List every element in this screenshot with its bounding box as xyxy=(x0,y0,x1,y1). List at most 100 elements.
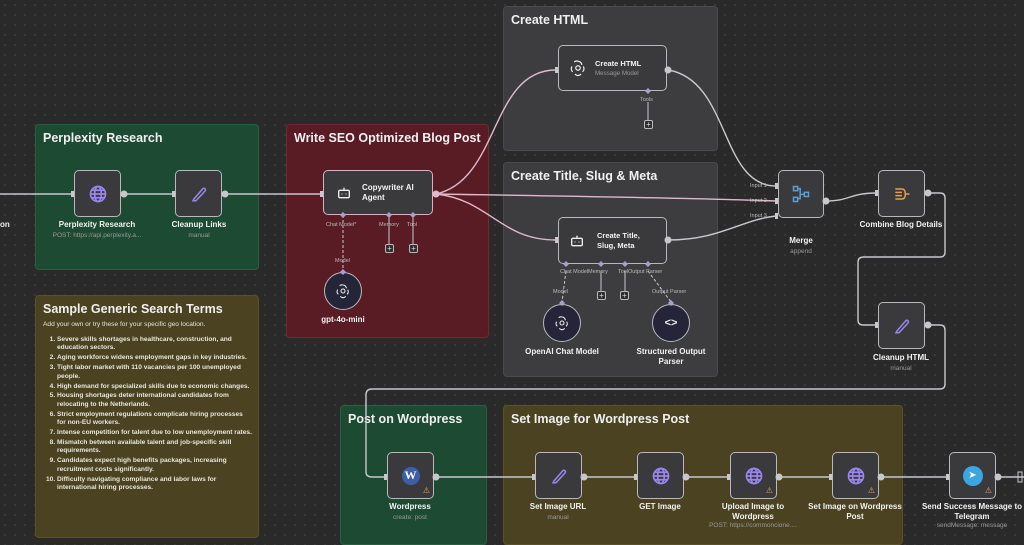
warning-icon: ⚠ xyxy=(422,486,430,495)
connection xyxy=(365,324,946,478)
node-label: Send Success Message to Telegram xyxy=(921,502,1023,521)
input-port xyxy=(384,474,387,480)
node-set-image-on-wordpress-post[interactable]: ⚠ xyxy=(832,452,879,499)
group-title: Create Title, Slug & Meta xyxy=(511,169,658,183)
node-label: Create HTML xyxy=(595,59,642,68)
node-copywriter-ai-agent[interactable]: Copywriter AI Agent xyxy=(323,170,433,215)
port-label: Input 1 xyxy=(750,183,767,189)
list-item: Strict employment regulations complicate… xyxy=(57,411,252,428)
sample-terms-body: Add your own or try these for your speci… xyxy=(43,321,252,494)
wordpress-icon: W xyxy=(401,466,420,485)
sub-port xyxy=(340,269,346,275)
node-cleanup-html[interactable] xyxy=(878,302,925,349)
warning-icon: ⚠ xyxy=(867,486,875,495)
node-merge[interactable] xyxy=(778,170,824,218)
node-create-html[interactable]: Create HTML Message Model xyxy=(558,45,667,91)
port-label: Model xyxy=(553,289,568,295)
node-label: Perplexity Research xyxy=(58,220,136,229)
node-label: Cleanup HTML xyxy=(873,353,929,362)
node-label: Create Title, Slug, Meta xyxy=(597,230,640,250)
group-write-seo-blog-post[interactable]: Write SEO Optimized Blog Post xyxy=(286,124,489,338)
add-memory-button[interactable]: + xyxy=(385,244,394,253)
list-item: High demand for specialized skills due t… xyxy=(57,383,252,391)
warning-icon: ⚠ xyxy=(765,486,773,495)
node-label: gpt-4o-mini xyxy=(321,315,365,324)
group-title: Perplexity Research xyxy=(43,131,163,145)
node-label: Set Image on Wordpress Post xyxy=(808,502,902,521)
openai-icon xyxy=(336,284,349,299)
output-port xyxy=(822,197,830,205)
node-send-success-telegram[interactable]: ➤ ⚠ xyxy=(949,452,996,499)
code-brackets-icon: <> xyxy=(664,317,678,329)
connection xyxy=(667,69,777,187)
node-label: Wordpress xyxy=(389,502,431,511)
list-item: Aging workforce widens employment gaps i… xyxy=(57,354,252,362)
node-get-image[interactable] xyxy=(637,452,684,499)
port-label: Memory xyxy=(588,269,608,275)
globe-icon xyxy=(847,467,864,484)
node-cleanup-links[interactable] xyxy=(175,170,222,217)
connection xyxy=(825,192,877,202)
robot-icon xyxy=(338,187,350,198)
group-title: Sample Generic Search Terms xyxy=(43,302,223,316)
input-port xyxy=(320,191,323,197)
output-port xyxy=(580,473,588,481)
output-port xyxy=(924,321,932,329)
node-label: Merge xyxy=(789,236,813,245)
port-label: Output Parser xyxy=(628,269,663,275)
output-port xyxy=(924,189,932,197)
node-gpt-4o-mini[interactable] xyxy=(324,272,362,310)
add-tool-button[interactable]: + xyxy=(620,291,629,300)
list-item: Severe skills shortages in healthcare, c… xyxy=(57,336,252,353)
robot-icon xyxy=(571,235,583,246)
node-label: OpenAI Chat Model xyxy=(525,347,599,356)
group-sample-search-terms[interactable]: Sample Generic Search Terms Add your own… xyxy=(35,295,259,538)
node-subtitle: create: post xyxy=(393,514,427,521)
input-port xyxy=(775,183,778,189)
connection xyxy=(667,215,777,241)
input-port xyxy=(775,213,778,219)
node-combine-blog-details[interactable] xyxy=(878,170,925,217)
output-port xyxy=(775,473,783,481)
port-label: Tool xyxy=(407,222,418,228)
node-label: GET Image xyxy=(639,502,681,511)
sub-port xyxy=(563,261,569,267)
node-label: Upload Image to Wordpress xyxy=(721,502,785,521)
group-title: Set Image for Wordpress Post xyxy=(511,412,690,426)
port-label: Chat Model xyxy=(560,269,589,275)
node-create-title-slug-meta[interactable]: Create Title, Slug, Meta xyxy=(558,217,667,264)
sub-connection xyxy=(561,270,567,303)
input-port xyxy=(71,191,74,197)
input-port xyxy=(775,198,778,204)
input-port xyxy=(946,474,949,480)
input-port xyxy=(532,474,535,480)
globe-icon xyxy=(89,185,106,202)
output-port xyxy=(432,473,440,481)
sub-port xyxy=(645,261,651,267)
node-set-image-url[interactable] xyxy=(535,452,582,499)
group-title: Write SEO Optimized Blog Post xyxy=(294,131,481,145)
input-port xyxy=(875,322,878,328)
output-port xyxy=(432,190,440,198)
node-label: Cleanup Links xyxy=(171,220,227,229)
pencil-icon xyxy=(551,469,566,483)
openai-icon xyxy=(555,316,568,331)
port-label: Output Parser xyxy=(652,289,687,295)
node-subtitle: manual xyxy=(890,365,912,372)
add-tool-button[interactable]: + xyxy=(409,244,418,253)
node-subtitle: POST: https://api.perplexity.a... xyxy=(52,232,142,239)
node-perplexity-research[interactable] xyxy=(74,170,121,217)
add-memory-button[interactable]: + xyxy=(597,291,606,300)
list-item: Housing shortages deter international ca… xyxy=(57,392,252,409)
connection xyxy=(435,69,557,195)
group-title: Post on Wordpress xyxy=(348,412,463,426)
merge-icon xyxy=(792,185,810,203)
pencil-icon xyxy=(894,319,909,333)
port-label: Memory xyxy=(379,222,399,228)
add-tools-button[interactable]: + xyxy=(644,120,653,129)
input-port xyxy=(555,237,558,243)
output-port xyxy=(682,473,690,481)
input-port xyxy=(634,474,637,480)
